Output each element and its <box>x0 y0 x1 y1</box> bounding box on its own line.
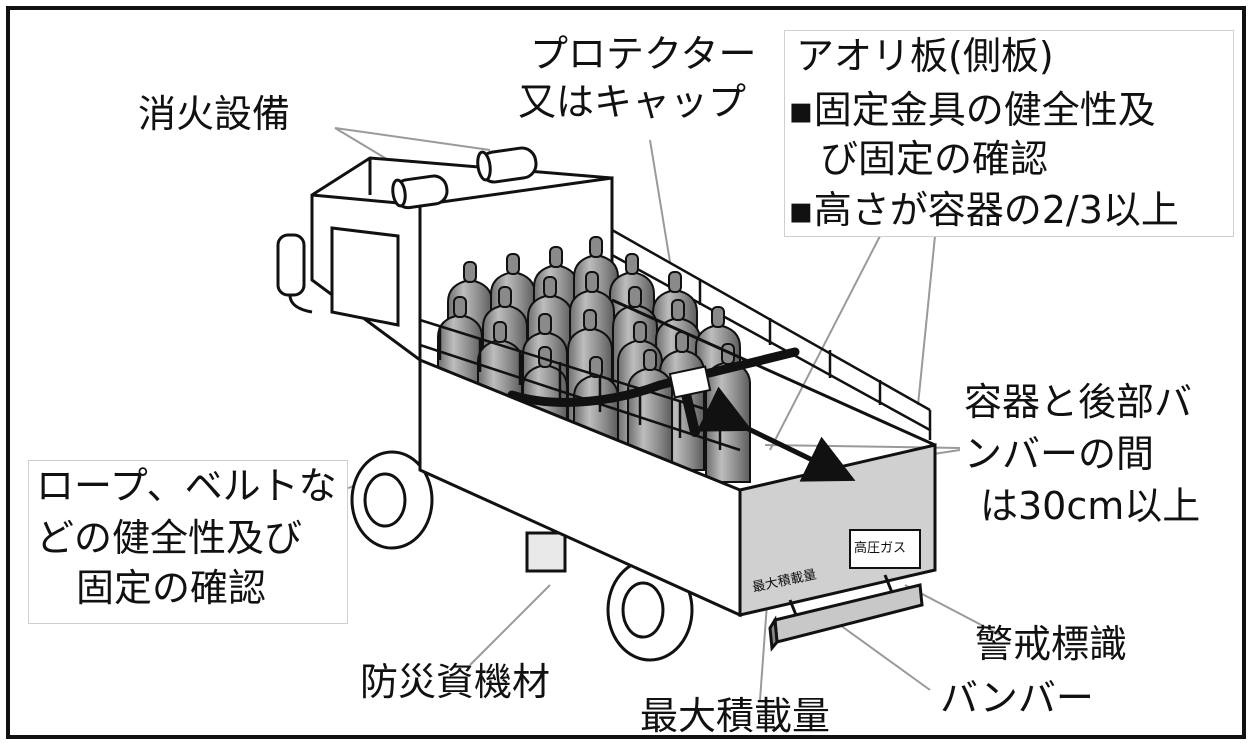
label-disaster-materials: 防災資機材 <box>360 660 551 704</box>
label-max-load: 最大積載量 <box>640 694 831 738</box>
label-protector-line2: 又はキャップ <box>518 80 747 124</box>
label-warning-sign: 警戒標識 <box>975 622 1128 666</box>
securing-belts <box>507 347 800 437</box>
label-protector-line1: プロテクター <box>530 32 757 76</box>
truck-bed <box>418 298 937 618</box>
label-rope-line1: ロープ、ベルトな <box>36 464 337 508</box>
label-rope-line3: 固定の確認 <box>76 566 267 610</box>
label-side-panel-item1-line1: ▪固定金具の健全性及 <box>788 88 1156 132</box>
label-distance-line1: 容器と後部バ <box>964 380 1193 424</box>
warning-sign-plate <box>849 529 921 569</box>
rear-bumper <box>768 574 924 652</box>
label-side-panel-item1-line2: び固定の確認 <box>820 137 1049 181</box>
fire-extinguishers <box>391 146 538 210</box>
label-bumper: バンバー <box>940 676 1094 720</box>
callout-side-panel <box>784 30 1234 237</box>
label-fire-equipment: 消火設備 <box>138 92 291 136</box>
rear-rails <box>611 228 932 440</box>
label-rope-line2: どの健全性及び <box>36 516 303 560</box>
label-distance-line2: ンバーの間 <box>964 432 1155 476</box>
label-side-panel-item2: ▪高さが容器の2/3以上 <box>788 188 1179 232</box>
distance-arrow <box>696 386 856 482</box>
label-side-panel-title: アオリ板(側板) <box>796 34 1054 78</box>
truck-warning-text: 高圧ガス <box>854 541 907 556</box>
callout-rope <box>28 460 348 624</box>
label-distance-line3: は30cm以上 <box>980 484 1201 528</box>
